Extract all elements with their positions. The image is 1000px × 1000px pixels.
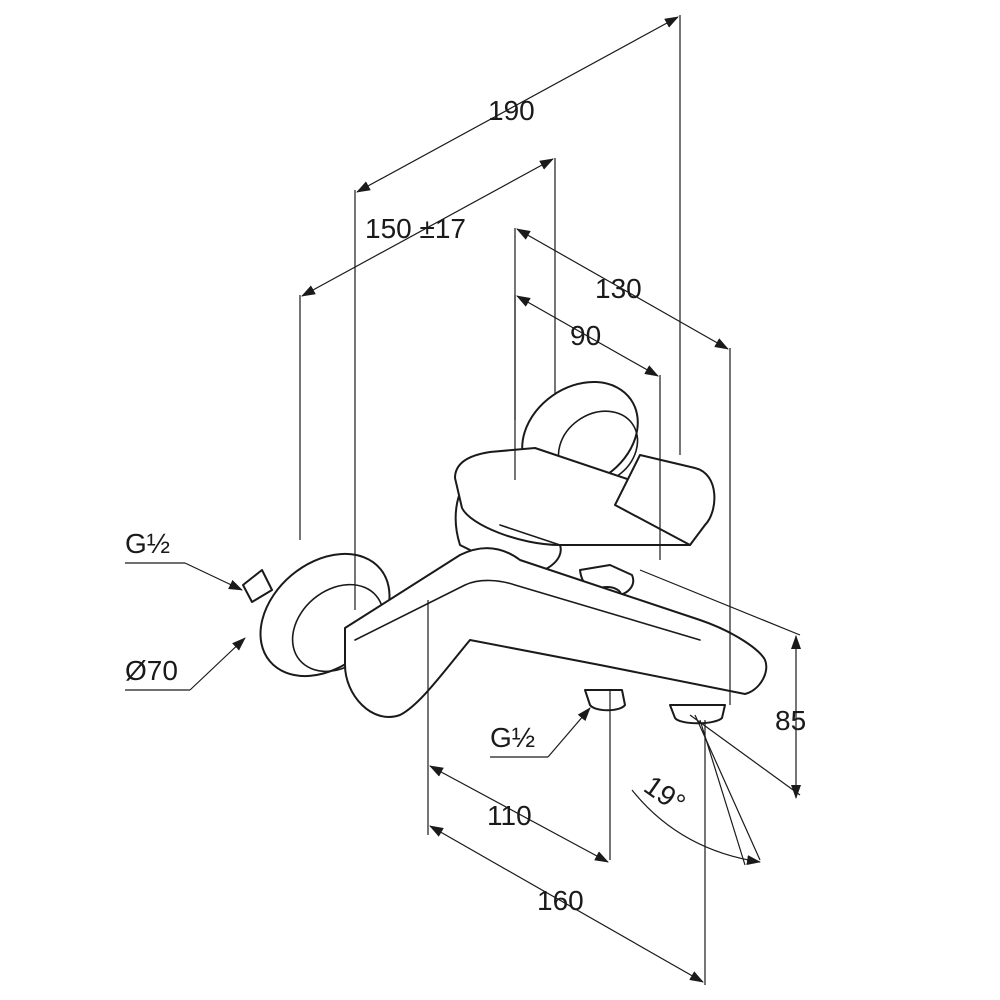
label-g12-inlet: G½ [125, 528, 170, 559]
dim-angle-arc [631, 789, 761, 866]
bottom-outlet [584, 689, 626, 712]
label-g12-outlet: G½ [490, 722, 535, 753]
dimension-lines [125, 16, 801, 983]
lever-edge [499, 524, 561, 546]
label-85: 85 [775, 705, 806, 736]
label-110: 110 [487, 800, 532, 831]
spout-body [344, 547, 768, 718]
dim-130-line [516, 228, 729, 350]
inlet-nipple [242, 569, 273, 603]
label-130: 130 [595, 273, 642, 304]
label-190: 190 [488, 95, 535, 126]
dim-160-line [429, 825, 704, 983]
label-diameter-70: Ø70 [125, 655, 178, 686]
faucet-body [242, 380, 768, 725]
spout-top-edge [354, 579, 701, 641]
dim-90-line [516, 295, 659, 377]
label-90: 90 [570, 320, 601, 351]
label-160: 160 [537, 885, 584, 916]
lever-handle-front [614, 454, 716, 546]
dimension-labels: 190 150 ±17 130 90 G½ Ø70 G½ 85 110 160 … [125, 95, 806, 916]
dim-150-line [301, 158, 554, 297]
label-angle-19: 19° [639, 770, 691, 820]
label-150: 150 ±17 [365, 213, 466, 244]
